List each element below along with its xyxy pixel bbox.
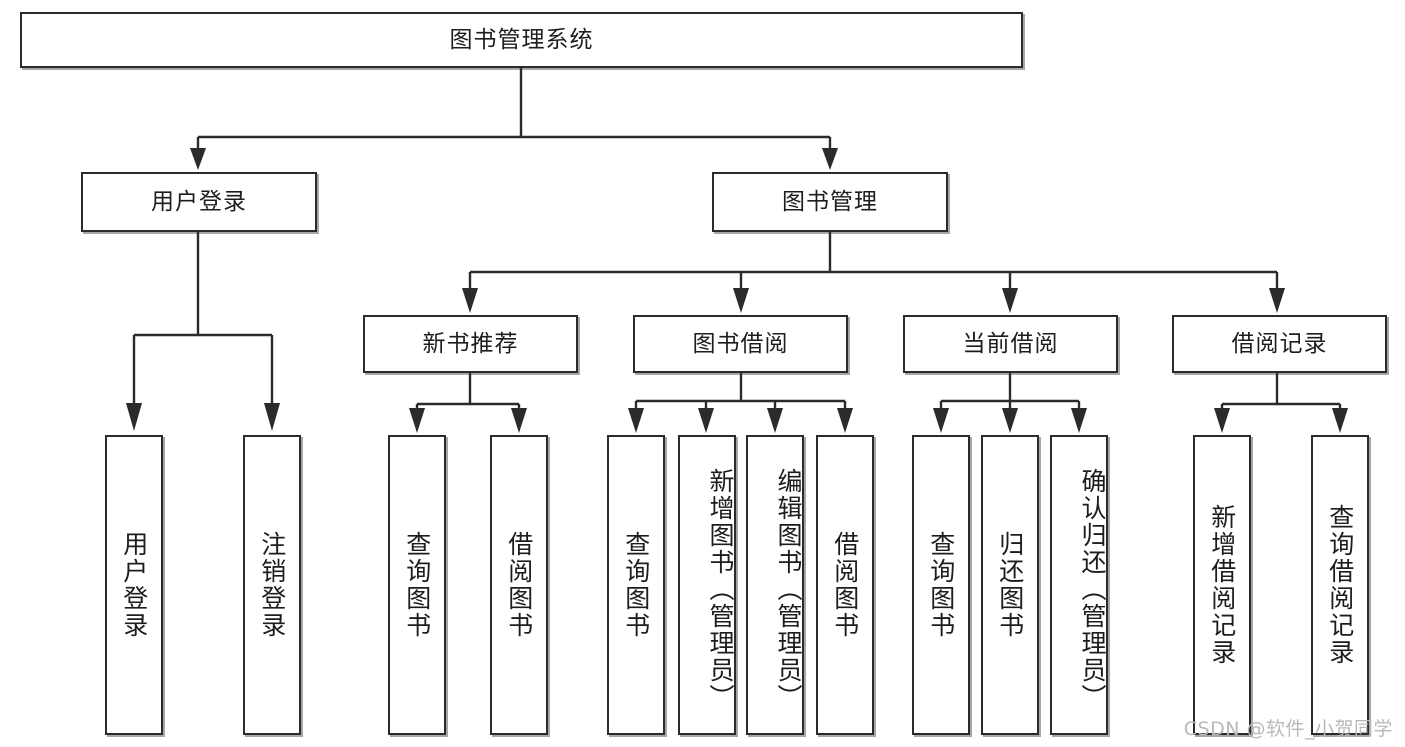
node-leaf-user-login[interactable]: 用户登录 [105, 435, 163, 735]
node-leaf-bb-query-book-label: 查询图书 [621, 531, 651, 639]
node-leaf-bb-edit-book-admin[interactable]: 编辑图书（管理员） [746, 435, 804, 735]
arrowhead-leaf-user-login [126, 403, 142, 431]
node-book-borrow-label: 图书借阅 [692, 330, 789, 357]
watermark-text: CSDN @软件_小贺同学 [1183, 718, 1393, 740]
node-leaf-br-query-record-label: 查询借阅记录 [1325, 504, 1355, 666]
arrowhead-br-leaf-1 [1214, 408, 1230, 433]
arrowhead-borrow-record [1269, 288, 1285, 313]
arrowhead-nbr-leaf-2 [511, 408, 527, 433]
node-leaf-logout-label: 注销登录 [257, 531, 287, 639]
node-leaf-cb-return-book[interactable]: 归还图书 [981, 435, 1039, 735]
arrowhead-nbr-leaf-1 [409, 408, 425, 433]
node-leaf-br-query-record[interactable]: 查询借阅记录 [1311, 435, 1369, 735]
arrowhead-leaf-logout [264, 403, 280, 431]
node-leaf-bb-borrow-book-label: 借阅图书 [830, 531, 860, 639]
node-user-login[interactable]: 用户登录 [81, 172, 317, 232]
node-leaf-br-add-record[interactable]: 新增借阅记录 [1193, 435, 1251, 735]
node-leaf-cb-return-book-label: 归还图书 [995, 531, 1025, 639]
arrowhead-bb-leaf-1 [628, 408, 644, 433]
node-leaf-bb-edit-book-admin-label: 编辑图书（管理员） [774, 467, 803, 711]
node-leaf-cb-confirm-return-admin[interactable]: 确认归还（管理员） [1050, 435, 1108, 735]
arrowhead-new-book-recommend [462, 288, 478, 313]
node-user-login-label: 用户登录 [151, 188, 247, 215]
arrowhead-bb-leaf-4 [837, 408, 853, 433]
node-leaf-logout[interactable]: 注销登录 [243, 435, 301, 735]
node-leaf-nbr-borrow-book[interactable]: 借阅图书 [490, 435, 548, 735]
node-leaf-cb-confirm-return-admin-label: 确认归还（管理员） [1078, 467, 1107, 711]
node-leaf-nbr-query-book[interactable]: 查询图书 [388, 435, 446, 735]
arrowhead-bb-leaf-2 [698, 408, 714, 433]
node-leaf-bb-add-book-admin-label: 新增图书（管理员） [706, 467, 735, 711]
arrowhead-cb-leaf-1 [933, 408, 949, 433]
node-leaf-nbr-query-book-label: 查询图书 [402, 531, 432, 639]
node-new-book-recommend[interactable]: 新书推荐 [363, 315, 578, 373]
node-root-system[interactable]: 图书管理系统 [20, 12, 1023, 68]
node-leaf-cb-query-book[interactable]: 查询图书 [912, 435, 970, 735]
node-leaf-br-add-record-label: 新增借阅记录 [1207, 504, 1237, 666]
node-borrow-record[interactable]: 借阅记录 [1172, 315, 1387, 373]
node-current-borrow[interactable]: 当前借阅 [903, 315, 1118, 373]
arrowhead-bb-leaf-3 [767, 408, 783, 433]
node-leaf-bb-query-book[interactable]: 查询图书 [607, 435, 665, 735]
arrowhead-cb-leaf-2 [1002, 408, 1018, 433]
arrowhead-book-borrow [733, 288, 749, 313]
node-leaf-bb-borrow-book[interactable]: 借阅图书 [816, 435, 874, 735]
arrowhead-current-borrow [1002, 288, 1018, 313]
arrowhead-user-login [190, 148, 206, 170]
node-leaf-nbr-borrow-book-label: 借阅图书 [504, 531, 534, 639]
node-current-borrow-label: 当前借阅 [962, 330, 1059, 357]
node-root-system-label: 图书管理系统 [449, 26, 594, 53]
arrowhead-cb-leaf-3 [1071, 408, 1087, 433]
node-leaf-user-login-label: 用户登录 [119, 531, 149, 639]
arrowhead-book-mgmt [822, 148, 838, 170]
node-leaf-bb-add-book-admin[interactable]: 新增图书（管理员） [678, 435, 736, 735]
node-leaf-cb-query-book-label: 查询图书 [926, 531, 956, 639]
node-new-book-recommend-label: 新书推荐 [422, 330, 519, 357]
arrowhead-br-leaf-2 [1332, 408, 1348, 433]
node-borrow-record-label: 借阅记录 [1231, 330, 1328, 357]
node-book-management[interactable]: 图书管理 [712, 172, 948, 232]
node-book-management-label: 图书管理 [782, 188, 878, 215]
node-book-borrow[interactable]: 图书借阅 [633, 315, 848, 373]
